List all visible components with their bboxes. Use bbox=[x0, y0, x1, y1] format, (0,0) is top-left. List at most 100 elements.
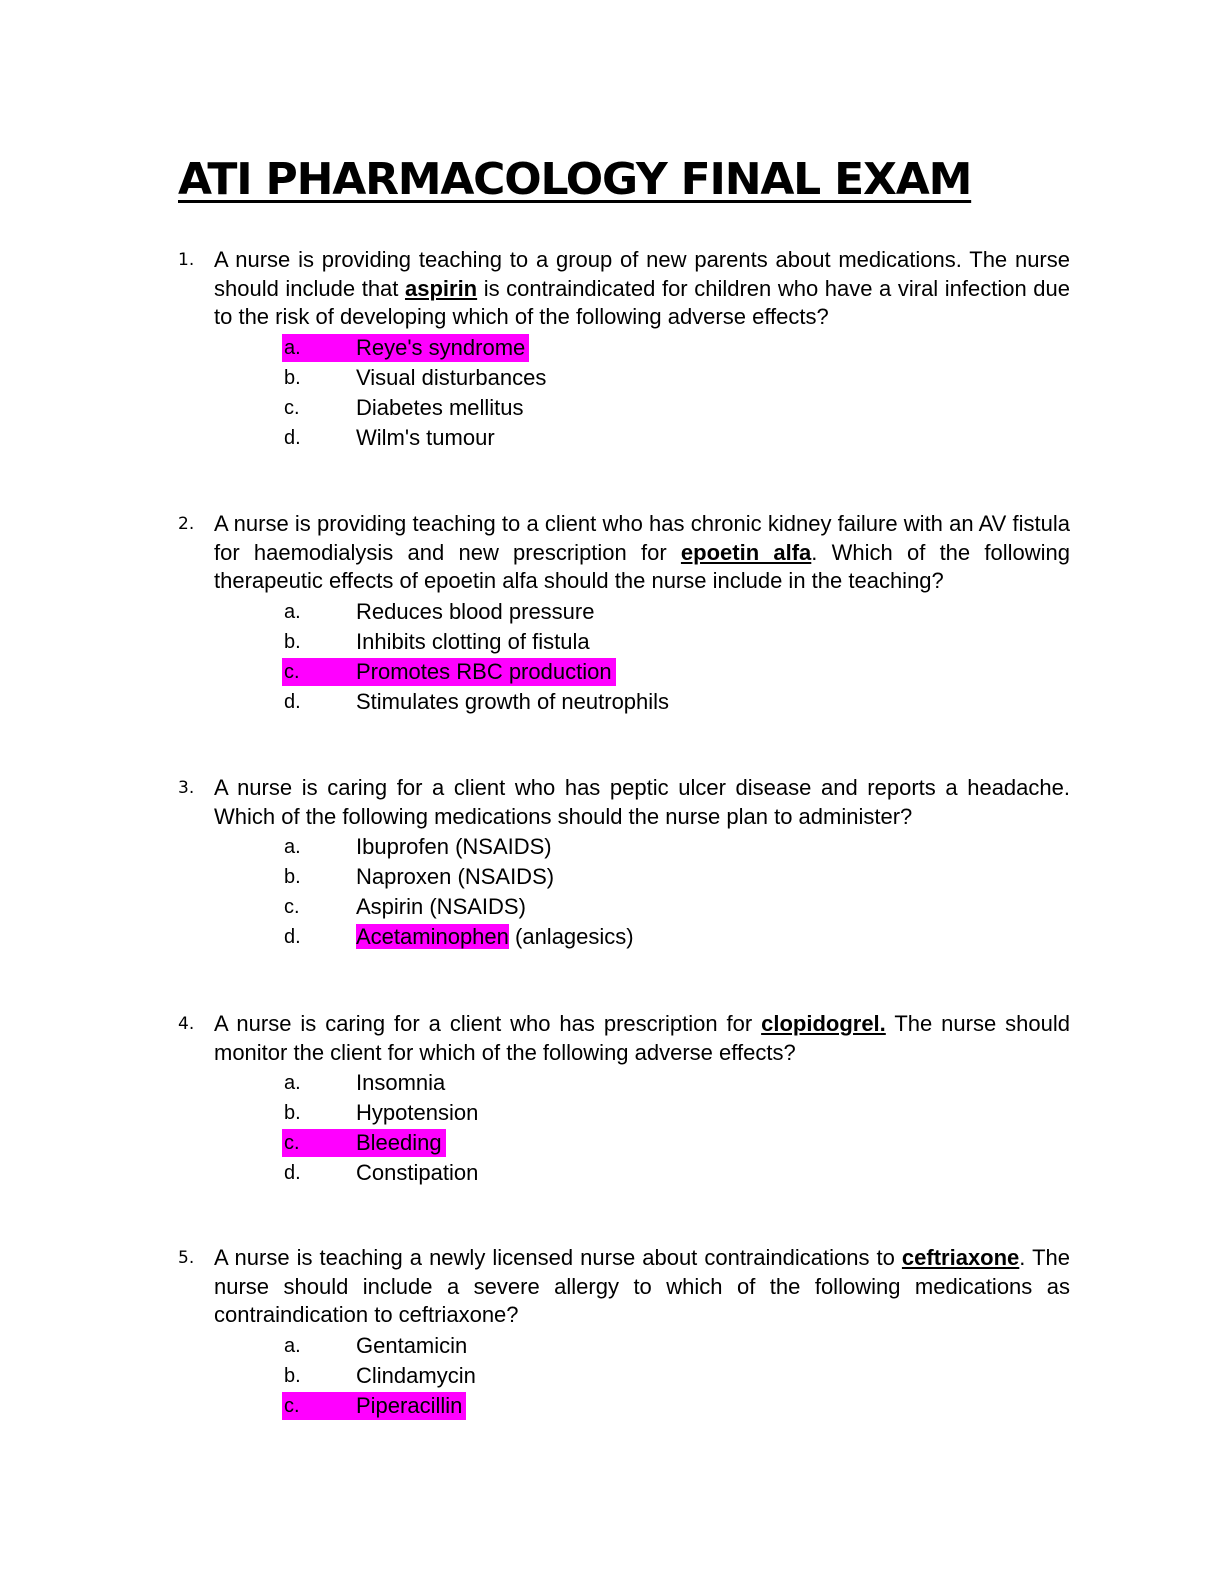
option-text: Clindamycin bbox=[356, 1362, 476, 1390]
correct-answer-highlight bbox=[282, 657, 616, 686]
question-text-after: The nurse should monitor the client for … bbox=[214, 1011, 1070, 1065]
option-text: Bleeding bbox=[356, 1129, 442, 1157]
correct-answer-highlight bbox=[282, 1129, 446, 1157]
option-letter: d. bbox=[284, 926, 301, 948]
question-text-before: A nurse is teaching a newly licensed nur… bbox=[214, 1245, 902, 1270]
option-label: Visual disturbances bbox=[356, 364, 547, 390]
answer-option: d. Acetaminophen (anlagesics) bbox=[178, 923, 1088, 953]
option-text: Reye's syndrome bbox=[356, 334, 525, 362]
option-letter: b. bbox=[284, 1102, 301, 1124]
page-title: ATI PHARMACOLOGY FINAL EXAM bbox=[178, 154, 972, 205]
option-text: Insomnia bbox=[356, 1069, 445, 1097]
answer-option: a.Insomnia bbox=[178, 1069, 1088, 1099]
option-letter: a. bbox=[284, 1334, 301, 1357]
answer-option: c. Promotes RBC production bbox=[178, 657, 1088, 688]
question-keyword: epoetin alfa bbox=[680, 539, 812, 565]
option-label: Acetaminophen bbox=[356, 924, 509, 949]
question-text-after: is contraindicated for children who have… bbox=[214, 275, 1070, 330]
option-label: Hypotension bbox=[356, 1100, 479, 1125]
option-label: Bleeding bbox=[356, 1130, 442, 1155]
option-text: Inhibits clotting of fistula bbox=[356, 628, 590, 656]
question-number: 4. bbox=[178, 1014, 195, 1034]
option-text: Gentamicin bbox=[356, 1332, 467, 1360]
question-keyword: clopidogrel. bbox=[761, 1011, 886, 1036]
option-text: Wilm's tumour bbox=[356, 424, 495, 452]
option-label: Reye's syndrome bbox=[356, 334, 526, 360]
option-label: Promotes RBC production bbox=[356, 658, 612, 684]
correct-answer-highlight bbox=[282, 1391, 466, 1420]
option-text: Diabetes mellitus bbox=[356, 394, 524, 422]
answer-option: c. Piperacillin bbox=[178, 1391, 1088, 1422]
option-letter: a. bbox=[284, 836, 301, 858]
answer-options: a. Gentamicin b. Clindamycin c. Piperacillin bbox=[178, 1332, 1088, 1422]
question-text: A nurse is caring for a client who has p… bbox=[214, 774, 1070, 831]
option-label: Diabetes mellitus bbox=[356, 394, 524, 420]
answer-option: b. Visual disturbances bbox=[178, 364, 1088, 394]
option-letter: b. bbox=[284, 1364, 301, 1387]
option-text: Stimulates growth of neutrophils bbox=[356, 688, 669, 716]
option-label: Aspirin (NSAIDS) bbox=[356, 894, 526, 919]
option-letter: c. bbox=[284, 1394, 300, 1417]
answer-option: b. Hypotension bbox=[178, 1099, 1088, 1129]
answer-option: a. Reye's syndrome bbox=[178, 333, 1088, 364]
option-label: Stimulates growth of neutrophils bbox=[356, 688, 670, 714]
option-letter: a. bbox=[284, 336, 301, 359]
option-letter: b. bbox=[284, 366, 301, 389]
option-text: Naproxen (NSAIDS) bbox=[356, 863, 554, 891]
option-letter: b. bbox=[284, 866, 301, 888]
correct-answer-highlight bbox=[282, 333, 529, 362]
answer-option: d. Wilm's tumour bbox=[178, 424, 1088, 454]
question-text-after: . The nurse should include a severe alle… bbox=[214, 1245, 1070, 1327]
answer-options: a. Reye's syndrome b. Visual disturbances c.… bbox=[178, 333, 1088, 454]
option-letter: c. bbox=[284, 396, 300, 419]
answer-option: b. Clindamycin bbox=[178, 1362, 1088, 1392]
option-label: Clindamycin bbox=[356, 1362, 476, 1388]
option-letter: a. bbox=[284, 600, 301, 623]
option-label: Naproxen (NSAIDS) bbox=[356, 864, 555, 889]
option-text: Acetaminophen (anlagesics) bbox=[356, 923, 634, 951]
option-letter: c. bbox=[284, 660, 300, 683]
question-item: 4.A nurse is caring for a client who has… bbox=[178, 1010, 1088, 1189]
option-label: Wilm's tumour bbox=[356, 424, 495, 450]
answer-option: d.Constipation bbox=[178, 1159, 1088, 1189]
question-text-before: A nurse is caring for a client who has p… bbox=[214, 775, 1070, 829]
answer-option: a. Gentamicin bbox=[178, 1332, 1088, 1362]
option-letter: c. bbox=[284, 896, 300, 918]
answer-options: a. Ibuprofen (NSAIDS) b. Naproxen (NSAIDS) c… bbox=[178, 833, 1088, 953]
option-label: Insomnia bbox=[356, 1070, 446, 1095]
answer-option: b. Naproxen (NSAIDS) bbox=[178, 863, 1088, 893]
question-number: 3. bbox=[178, 778, 195, 798]
question-number: 2. bbox=[178, 514, 195, 534]
answer-option: b. Inhibits clotting of fistula bbox=[178, 628, 1088, 658]
question-text-before: A nurse is providing teaching to a group… bbox=[214, 247, 1070, 301]
question-text-after: . Which of the following therapeutic eff… bbox=[214, 539, 1070, 594]
answer-option: d. Stimulates growth of neutrophils bbox=[178, 688, 1088, 718]
question-item: 5.A nurse is teaching a newly licensed n… bbox=[178, 1244, 1088, 1422]
question-text: A nurse is teaching a newly licensed nur… bbox=[214, 1244, 1070, 1330]
answer-option: c. Diabetes mellitus bbox=[178, 394, 1088, 424]
question-text: A nurse is providing teaching to a group… bbox=[214, 246, 1070, 332]
option-letter: b. bbox=[284, 630, 301, 653]
option-text: Ibuprofen (NSAIDS) bbox=[356, 833, 552, 861]
option-letter: d. bbox=[284, 690, 301, 713]
answer-option: a. Ibuprofen (NSAIDS) bbox=[178, 833, 1088, 863]
answer-option: c.Bleeding bbox=[178, 1129, 1088, 1159]
question-number: 1. bbox=[178, 250, 195, 270]
option-text: Constipation bbox=[356, 1159, 478, 1187]
question-keyword: aspirin bbox=[404, 275, 478, 301]
question-item: 2. A nurse is providing teaching to a cli… bbox=[178, 510, 1088, 718]
option-text: Aspirin (NSAIDS) bbox=[356, 893, 526, 921]
option-label: Inhibits clotting of fistula bbox=[356, 628, 590, 654]
question-item: 3. A nurse is caring for a client who has… bbox=[178, 774, 1088, 953]
option-label: Piperacillin bbox=[356, 1392, 463, 1418]
option-text: Hypotension bbox=[356, 1099, 478, 1127]
option-text: Piperacillin bbox=[356, 1392, 462, 1420]
option-text: Visual disturbances bbox=[356, 364, 546, 392]
answer-option: a.Reduces blood pressure bbox=[178, 598, 1088, 628]
question-text-before: A nurse is providing teaching to a clien… bbox=[214, 511, 1070, 565]
question-keyword: ceftriaxone bbox=[901, 1245, 1020, 1270]
option-label: Gentamicin bbox=[356, 1332, 468, 1358]
option-letter: d. bbox=[284, 426, 301, 449]
